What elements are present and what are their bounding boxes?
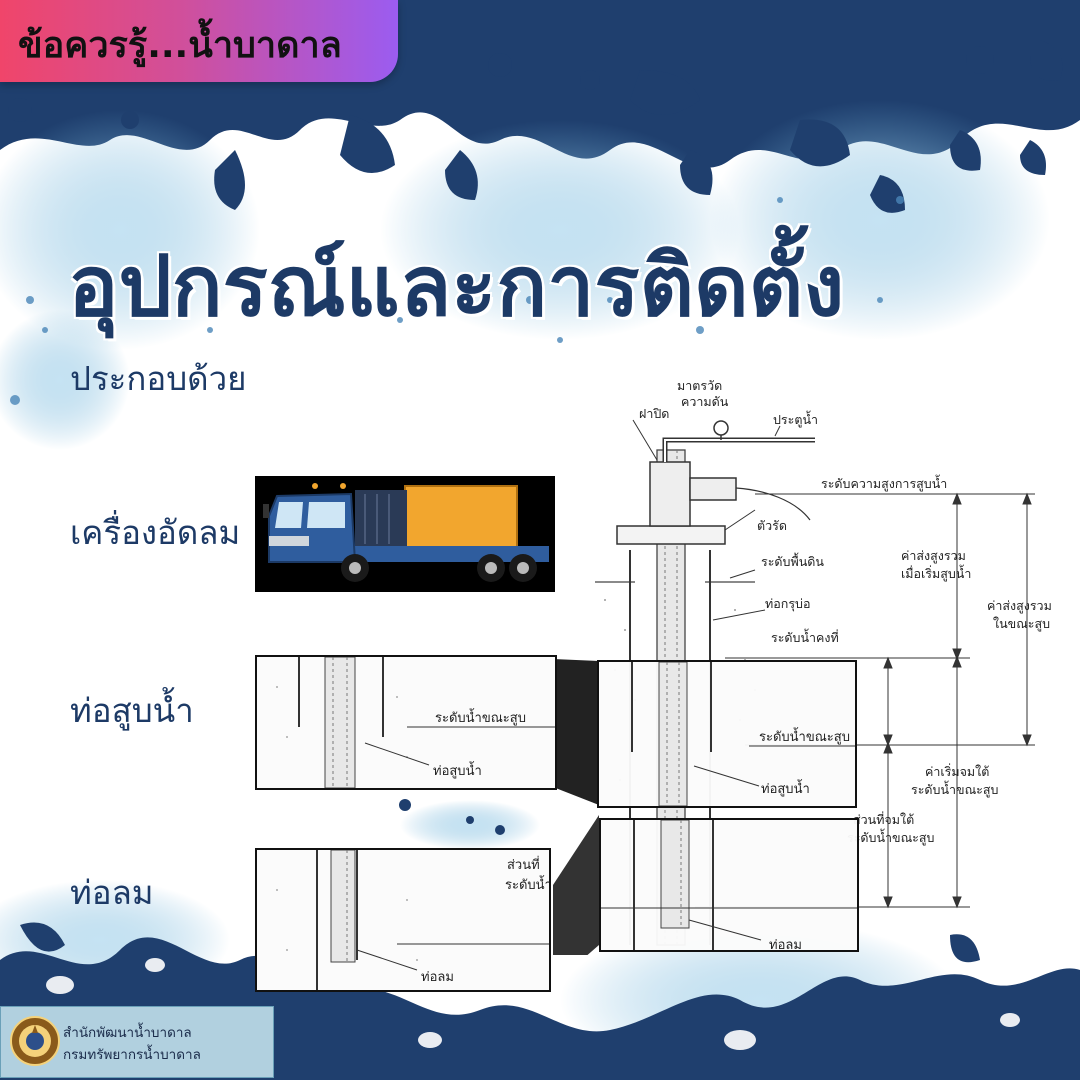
item-label-air-compressor: เครื่องอัดลม — [70, 513, 241, 552]
label-start-submergence-2: ระดับน้ำขณะสูบ — [911, 782, 999, 797]
organization-footer: สำนักพัฒนาน้ำบาดาล กรมทรัพยากรน้ำบาดาล — [0, 1006, 274, 1078]
org-name-line1: สำนักพัฒนาน้ำบาดาล — [63, 1025, 192, 1041]
label-casing: ท่อกรุบ่อ — [765, 596, 811, 611]
label-static-level: ระดับน้ำคงที่ — [771, 630, 839, 645]
label-pump-height-level: ระดับความสูงการสูบน้ำ — [821, 476, 948, 491]
label-total-head-pumping-1: ค่าส่งสูงรวม — [987, 598, 1052, 613]
item-label-pump-pipe: ท่อสูบน้ำ — [70, 691, 194, 730]
item-label-air-pipe: ท่อลม — [70, 873, 154, 912]
zoom-air-part-label-1: ส่วนที่ — [507, 858, 540, 873]
label-clamp: ตัวรัด — [757, 518, 787, 533]
label-pressure-gauge-2: ความดัน — [681, 394, 729, 409]
label-total-head-start-1: ค่าส่งสูงรวม — [901, 548, 966, 563]
zoom-left-pump-level-label: ระดับน้ำขณะสูบ — [435, 711, 526, 726]
zoom-air-pipe-label: ท่อลม — [769, 938, 802, 952]
zoom-air-part-label-2: ระดับน้ำ — [505, 878, 551, 893]
page-subtitle: ประกอบด้วย — [70, 359, 247, 398]
label-cap: ฝาปิด — [639, 406, 670, 421]
zoom-pump-level-label: ระดับน้ำขณะสูบ — [759, 730, 850, 745]
air-compressor-truck-image — [255, 476, 555, 592]
topic-tag: ข้อควรรู้...น้ำบาดาล — [0, 0, 398, 82]
label-submerged-part-2: ระดับน้ำขณะสูบ — [847, 830, 935, 845]
zoom-frame-air-detail: ท่อลม — [599, 818, 859, 952]
department-seal-icon — [10, 1016, 60, 1066]
zoom-pump-pipe-label: ท่อสูบน้ำ — [761, 782, 810, 797]
zoom-left-pump-pipe-label: ท่อสูบน้ำ — [433, 764, 482, 779]
org-name-line2: กรมทรัพยากรน้ำบาดาล — [63, 1047, 201, 1063]
zoom-frame-pump-pipe: ระดับน้ำขณะสูบ ท่อสูบน้ำ — [255, 655, 557, 790]
label-start-submergence-1: ค่าเริ่มจมใต้ — [925, 764, 990, 779]
label-submerged-part-1: ส่วนที่จมใต้ — [853, 812, 915, 827]
label-valve: ประตูน้ำ — [773, 412, 819, 427]
label-pressure-gauge-1: มาตรวัด — [677, 378, 723, 393]
zoom-left-air-pipe-label: ท่อลม — [421, 970, 454, 985]
label-total-head-pumping-2: ในขณะสูบ — [993, 616, 1051, 631]
label-ground-level: ระดับพื้นดิน — [761, 554, 824, 569]
zoom-frame-air-pipe: ส่วนที่ ระดับน้ำ ท่อลม — [255, 848, 551, 992]
zoom-connectors — [553, 659, 599, 955]
topic-tag-label: ข้อควรรู้...น้ำบาดาล — [18, 25, 342, 66]
label-total-head-start-2: เมื่อเริ่มสูบน้ำ — [901, 566, 972, 581]
zoom-frame-pump-detail: ระดับน้ำขณะสูบ ท่อสูบน้ำ — [597, 660, 857, 808]
page-title: อุปกรณ์และการติดตั้ง — [68, 237, 845, 335]
